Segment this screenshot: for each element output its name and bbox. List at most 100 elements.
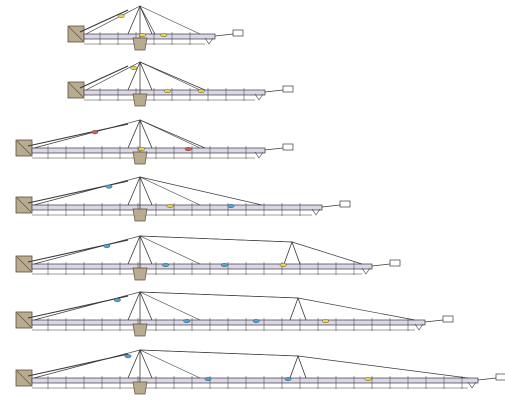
tip-hanger [254,93,264,101]
second-mast [289,354,307,379]
jib-arm [79,9,129,33]
boom-tail [424,319,444,323]
tip-hanger [254,151,264,159]
stay-cable [139,176,263,206]
mast-cab [132,267,148,281]
stay-cable [33,119,141,149]
fitting-marker [103,243,111,248]
fitting-marker [197,88,205,93]
base-brace [16,256,32,272]
mast-cab [132,208,148,222]
second-mast [283,240,301,265]
stay-cable [139,291,299,299]
boom-tail [264,89,284,93]
boom-variant-g [15,348,505,395]
end-box [232,29,244,37]
mast-cab [132,37,148,51]
main-boom-beam [31,204,323,211]
stay-cable [139,176,201,206]
fitting-marker [124,354,132,359]
base-brace [16,312,32,328]
fitting-marker [364,377,372,382]
tip-hanger [467,381,477,389]
boom-tail [321,204,341,208]
base-brace [68,26,84,42]
stay-cable [139,235,201,265]
boom-variant-f [15,290,454,337]
tip-hanger [414,323,424,331]
boom-tail [264,147,284,151]
end-box [339,200,351,208]
main-boom-beam [31,147,266,154]
end-box [282,143,294,151]
stay-cable [291,241,363,265]
main-boom-beam [83,33,216,40]
tip-hanger [361,267,371,275]
fitting-marker [139,33,146,38]
fitting-marker [91,130,99,135]
main-boom-beam [31,263,373,270]
boom-variant-a [67,4,244,51]
stay-cable [297,297,416,321]
fitting-marker [284,377,292,382]
base-brace [16,197,32,213]
boom-variant-d [15,175,351,222]
fitting-marker [117,13,125,18]
fitting-marker [138,146,145,151]
end-box [442,315,454,323]
stay-cable [85,5,141,35]
mast-cab [132,381,148,395]
fitting-marker [130,65,138,70]
stay-cable [139,235,293,243]
fitting-marker [322,319,329,324]
fitting-marker [105,184,113,189]
end-box [495,373,505,381]
stay-cable [297,355,469,379]
jib-arm [79,65,129,89]
fitting-marker [252,319,260,324]
main-boom-beam [31,319,426,326]
main-boom-beam [83,89,266,96]
tip-hanger [204,37,214,45]
fitting-marker [162,263,170,268]
tip-hanger [311,208,321,216]
mast-cab [132,323,148,337]
stay-cable [139,61,206,91]
mast-cab [132,151,148,165]
mast-cab [132,93,148,107]
stay-cable [139,349,201,379]
fitting-marker [166,203,174,208]
base-brace [16,370,32,386]
fitting-marker [164,88,171,93]
fitting-marker [220,263,228,268]
fitting-marker [114,298,121,303]
end-box [282,85,294,93]
end-box [389,259,401,267]
base-brace [16,140,32,156]
fitting-marker [227,203,235,208]
stay-cable [33,176,141,206]
boom-tail [477,377,497,381]
boom-variant-e [15,234,401,281]
fitting-marker [279,263,287,268]
second-mast [289,296,307,321]
main-boom-beam [31,377,479,384]
fitting-marker [204,377,212,382]
boom-tail [371,263,391,267]
stay-cable [33,349,141,379]
base-brace [68,82,84,98]
boom-tail [214,33,234,37]
stay-cable [139,61,201,91]
stay-cable [139,119,206,149]
stay-cable [33,291,141,321]
boom-variant-c [15,118,294,165]
stay-cable [139,291,201,321]
stay-cable [139,119,201,149]
boom-variant-b [67,60,294,107]
stay-cable [139,5,201,35]
fitting-marker [160,33,168,38]
stay-cable [33,235,141,265]
fitting-marker [183,319,191,324]
